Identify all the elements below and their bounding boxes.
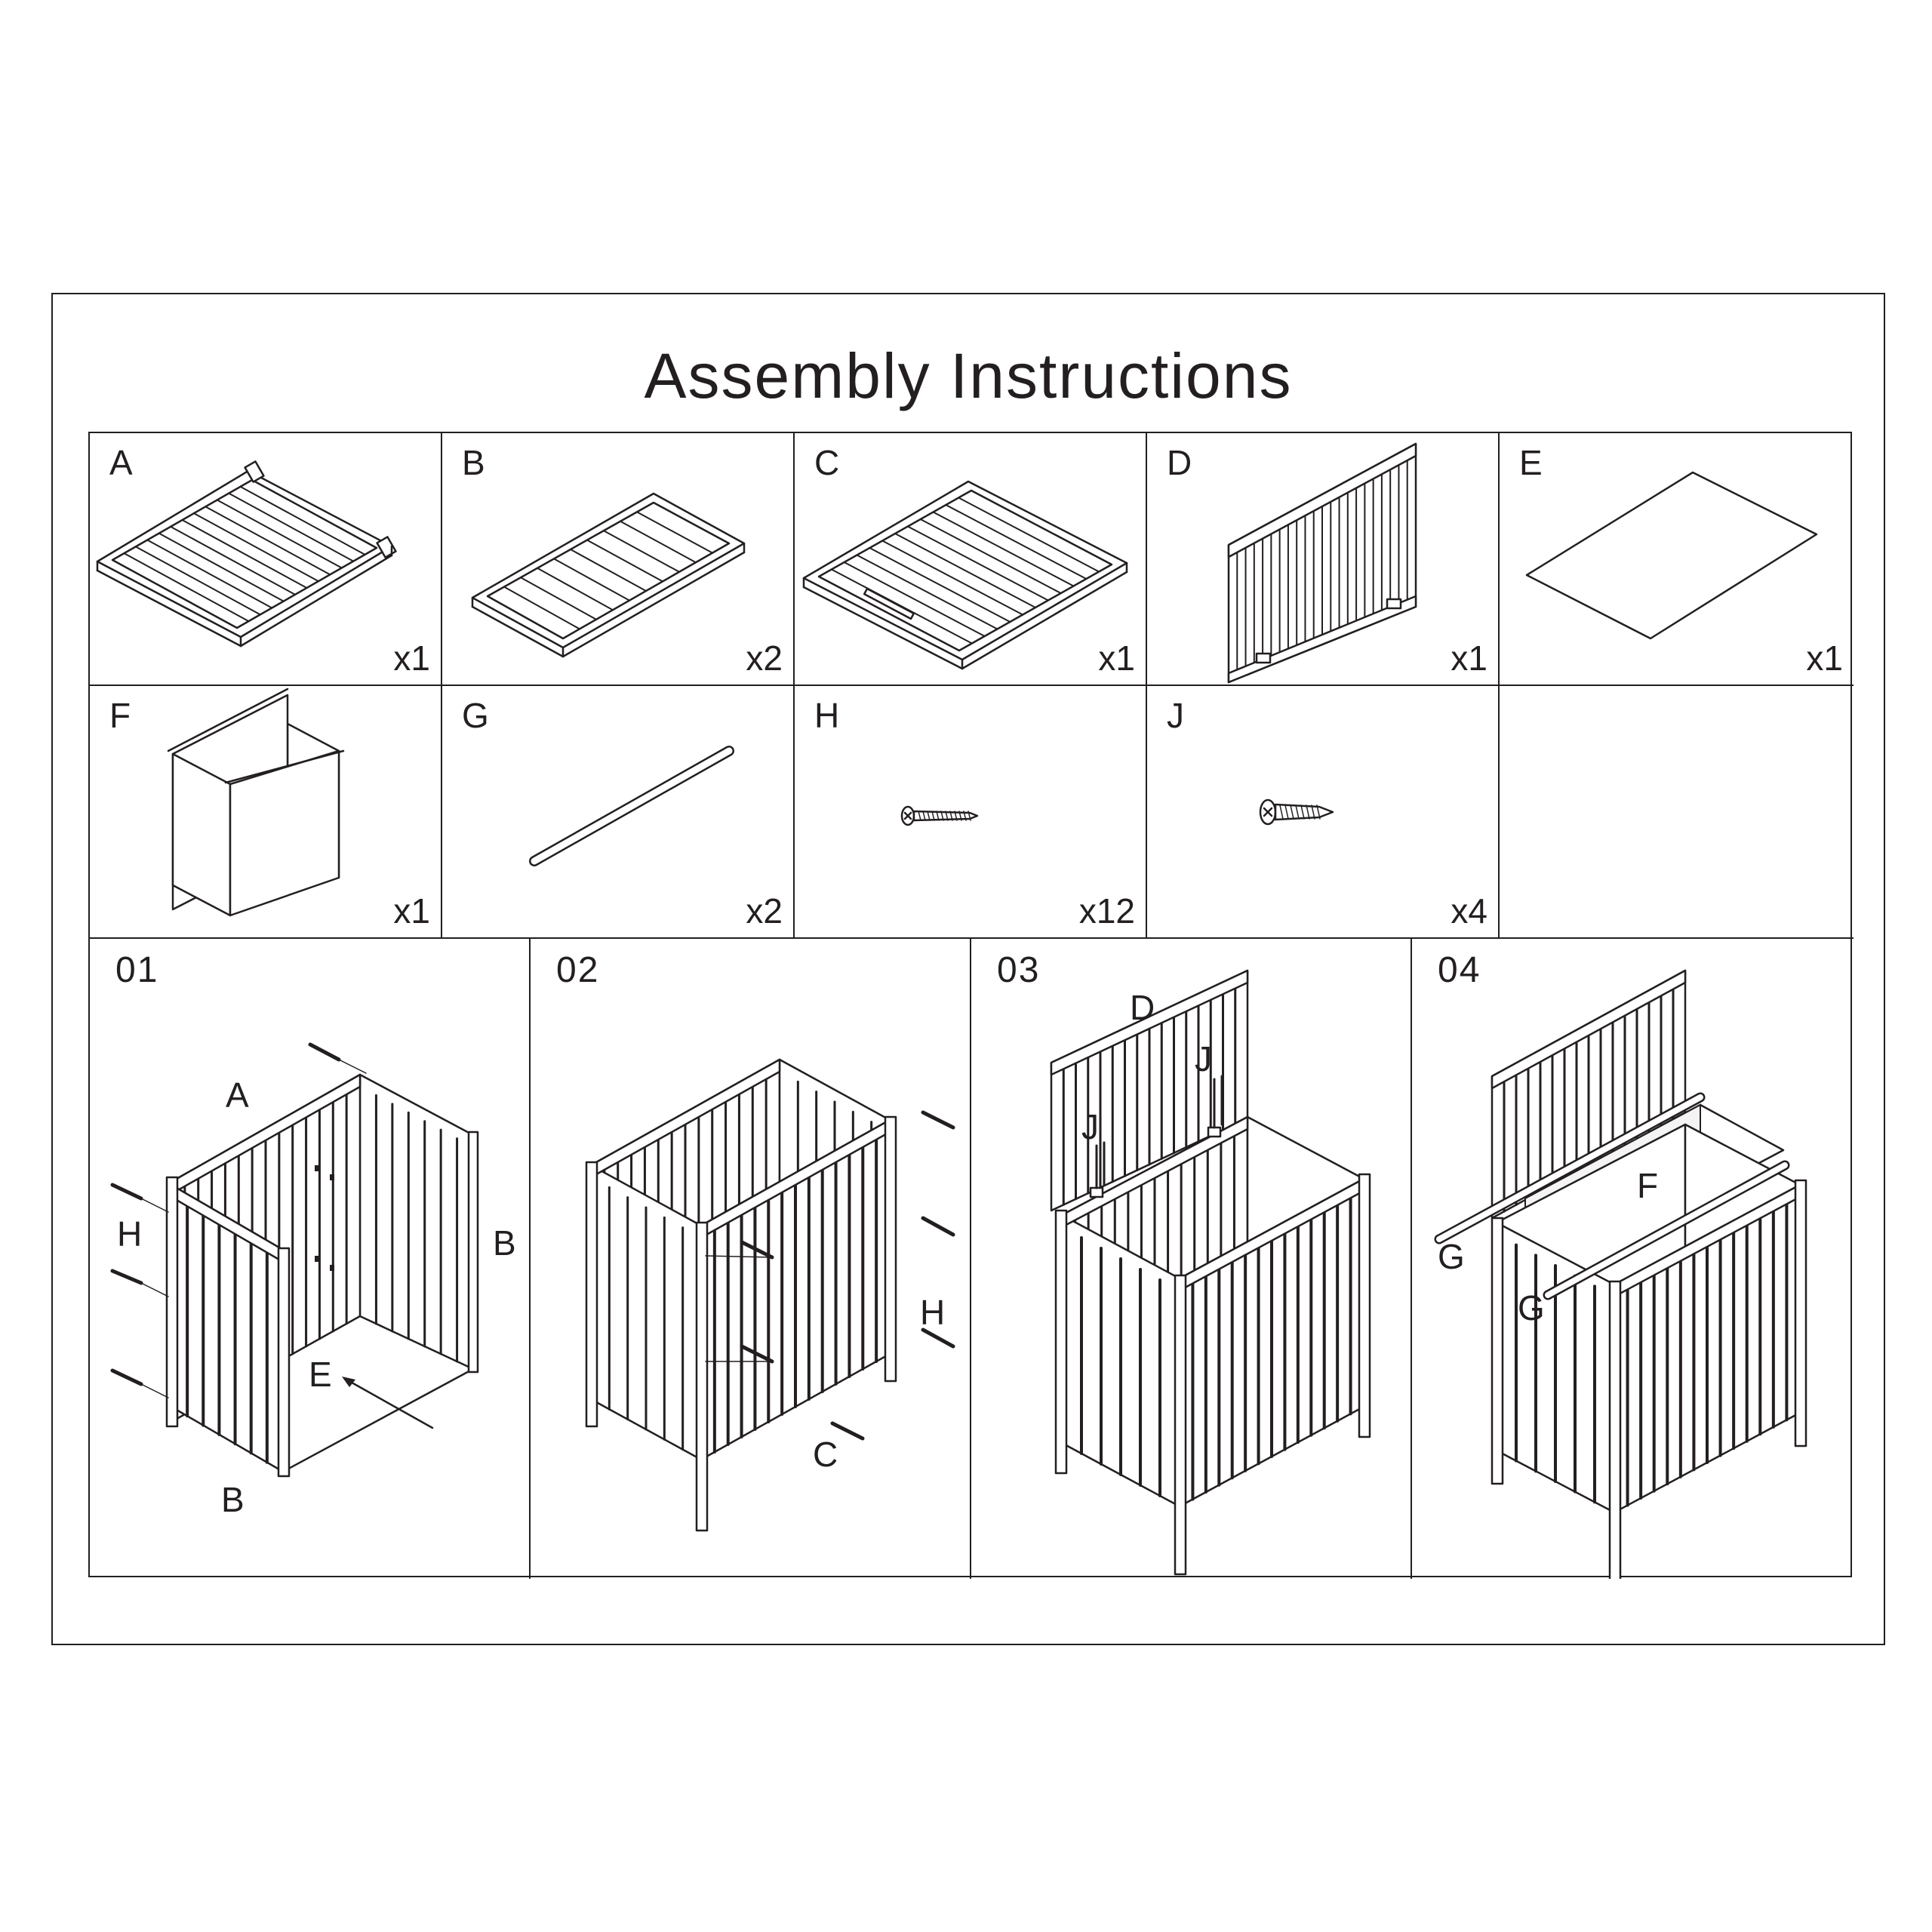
- part-quantity: x1: [393, 891, 430, 931]
- part-cell-h: H x12: [795, 686, 1147, 939]
- callout-h: H: [920, 1293, 946, 1332]
- part-quantity: x1: [1098, 638, 1135, 678]
- step-04-illustration: [1412, 939, 1854, 1579]
- step-number: 03: [997, 950, 1041, 990]
- part-letter: A: [109, 443, 133, 482]
- part-quantity: x1: [1451, 638, 1487, 678]
- part-cell-f: F x1: [90, 686, 442, 939]
- step-01-panel: 01 A H B E B: [90, 939, 531, 1579]
- part-letter: G: [462, 696, 489, 735]
- part-letter: D: [1167, 443, 1192, 482]
- part-letter: B: [462, 443, 485, 482]
- callout-e: E: [309, 1355, 332, 1394]
- page-title: Assembly Instructions: [644, 340, 1293, 411]
- callout-h: H: [117, 1214, 143, 1254]
- step-02-panel: 02 H C: [531, 939, 971, 1579]
- callout-j-left: J: [1081, 1107, 1099, 1146]
- callout-d: D: [1130, 988, 1155, 1027]
- part-quantity: x1: [1806, 638, 1843, 678]
- long-screw-icon: [795, 686, 1147, 939]
- step-04-panel: 04 F G G: [1412, 939, 1854, 1579]
- step-number: 04: [1438, 950, 1481, 990]
- part-letter: H: [814, 696, 840, 735]
- bottom-board-icon: [1500, 433, 1854, 686]
- part-quantity: x2: [746, 891, 783, 931]
- part-quantity: x4: [1451, 891, 1487, 931]
- part-letter: J: [1167, 696, 1184, 735]
- slatted-end-panel-icon: [442, 433, 795, 686]
- part-quantity: x1: [393, 638, 430, 678]
- fabric-liner-bag-icon: [90, 686, 442, 939]
- part-letter: C: [814, 443, 840, 482]
- callout-f: F: [1637, 1166, 1659, 1205]
- part-cell-d: D x1: [1147, 433, 1500, 686]
- part-quantity: x2: [746, 638, 783, 678]
- hinged-lid-panel-icon: [1147, 433, 1500, 686]
- callout-c: C: [813, 1435, 838, 1474]
- slatted-side-panel-icon: [90, 433, 442, 686]
- step-number: 02: [556, 950, 600, 990]
- callout-g-front: G: [1518, 1288, 1545, 1327]
- callout-a: A: [226, 1075, 249, 1115]
- callout-b-front: B: [221, 1480, 245, 1519]
- part-letter: E: [1519, 443, 1543, 482]
- step-02-illustration: [531, 939, 971, 1579]
- part-cell-c: C x1: [795, 433, 1147, 686]
- parts-and-steps-grid: A x1 B x2: [88, 432, 1854, 1579]
- step-01-illustration: [90, 939, 531, 1579]
- empty-cell: [1500, 686, 1854, 939]
- part-cell-b: B x2: [442, 433, 795, 686]
- part-cell-a: A x1: [90, 433, 442, 686]
- step-number: 01: [115, 950, 159, 990]
- part-quantity: x12: [1078, 891, 1135, 931]
- callout-b-right: B: [493, 1223, 516, 1263]
- step-03-panel: 03 D J J: [971, 939, 1412, 1579]
- callout-j-right: J: [1195, 1039, 1212, 1078]
- instruction-sheet: Assembly Instructions A x1: [51, 293, 1885, 1645]
- part-cell-j: J x4: [1147, 686, 1500, 939]
- step-03-illustration: [971, 939, 1412, 1579]
- support-rod-icon: [442, 686, 795, 939]
- part-cell-e: E x1: [1500, 433, 1854, 686]
- short-screw-icon: [1147, 686, 1500, 939]
- callout-g-left: G: [1438, 1237, 1465, 1276]
- part-cell-g: G x2: [442, 686, 795, 939]
- part-letter: F: [109, 696, 131, 735]
- slatted-front-panel-icon: [795, 433, 1147, 686]
